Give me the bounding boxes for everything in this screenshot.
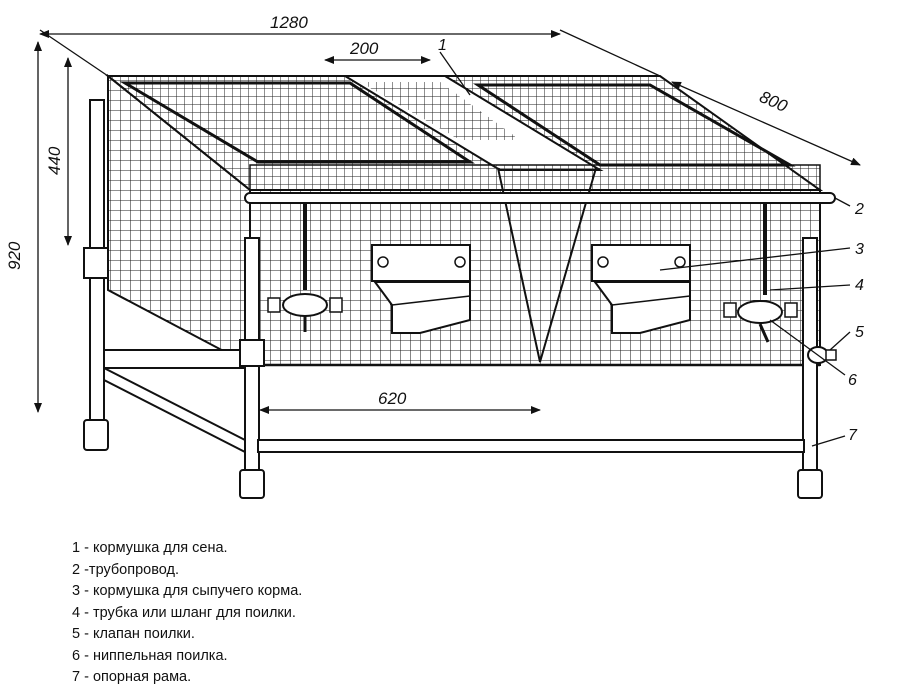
dim-cage-height-label: 440: [45, 146, 64, 175]
legend-item: 5 - клапан поилки.: [72, 626, 195, 642]
legend-item: 3 - кормушка для сыпучего корма.: [72, 583, 303, 599]
cage-diagram: 1280 200 800 920 440 620 1 2 3 4 5 6 7: [5, 13, 864, 499]
bulk-feeder-right: [591, 244, 691, 334]
dim-depth-label: 800: [757, 87, 791, 116]
left-bottom-rail: [99, 349, 251, 369]
legend-item: 6 - ниппельная поилка.: [72, 647, 228, 664]
pipeline: [244, 192, 836, 204]
legend-item: 1 - кормушка для сена.: [72, 540, 228, 556]
bulk-feeder-left: [371, 244, 471, 334]
dim-hay-feeder-width-label: 200: [349, 39, 379, 58]
drinker-left: [267, 203, 343, 332]
callout-3: 3: [855, 241, 864, 258]
callout-2: 2: [854, 201, 864, 218]
callout-5: 5: [855, 324, 864, 341]
cage-body: [99, 73, 836, 369]
hay-feeder-inner-mesh: [360, 82, 520, 140]
dim-width-label: 1280: [270, 13, 308, 32]
left-lid-frame: [119, 81, 476, 164]
legend-item: 4 - трубка или шланг для поилки.: [72, 604, 296, 621]
cage-front-band: [249, 164, 821, 191]
dim-leg-span-label: 620: [378, 389, 407, 408]
callout-1: 1: [438, 37, 447, 54]
dimension-lines: [34, 29, 861, 447]
legend-item: 7 - опорная рама.: [72, 669, 192, 685]
legend: 1 - кормушка для сена. 2 -трубопровод. 3…: [72, 538, 592, 689]
dim-total-height-label: 920: [5, 241, 24, 270]
support-frame: [83, 99, 837, 499]
callout-7: 7: [848, 427, 858, 444]
hay-feeder-v-front: [497, 167, 597, 363]
drinker-right: [723, 203, 798, 343]
legend-item: 2 -трубопровод.: [72, 561, 180, 578]
callout-4: 4: [855, 277, 864, 294]
callout-6: 6: [848, 372, 857, 389]
